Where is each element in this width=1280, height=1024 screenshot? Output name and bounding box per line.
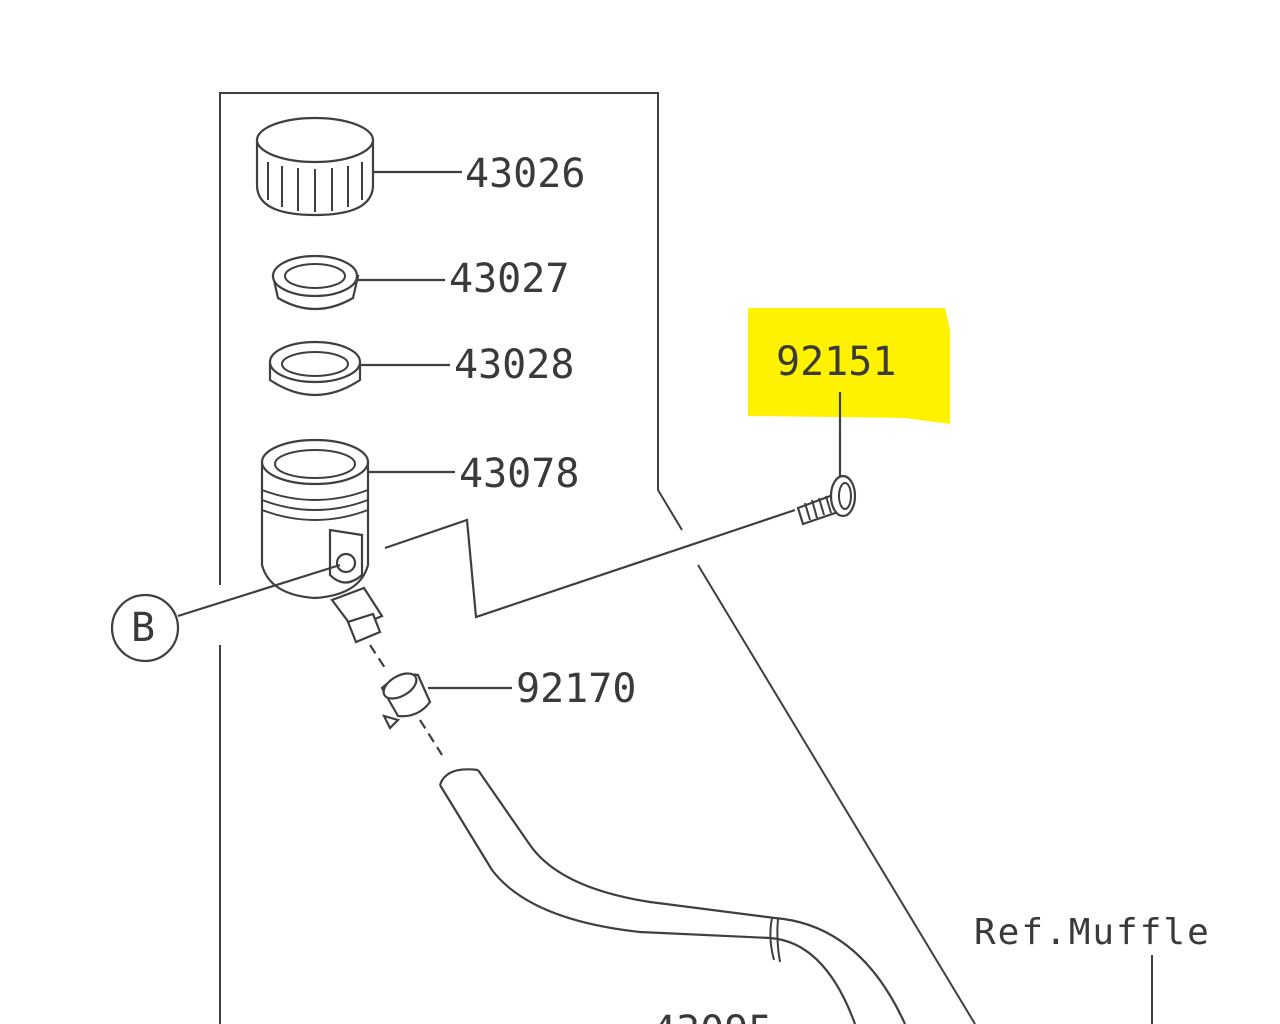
- label-92170: 92170: [516, 666, 636, 712]
- connection-line: [384, 508, 796, 619]
- axis-dashed-lower: [419, 719, 443, 756]
- part-43027-diaphragm: [271, 254, 445, 311]
- part-43028-plate: [268, 340, 450, 396]
- frame-lines: [219, 92, 1153, 1024]
- part-92151-bolt: [796, 392, 857, 526]
- part-43095-hose: [438, 768, 907, 1024]
- highlight-box: [748, 308, 950, 424]
- axis-dashed-upper: [369, 644, 386, 669]
- label-43027: 43027: [449, 256, 569, 302]
- label-92151: 92151: [776, 339, 896, 385]
- label-43095: 43095: [652, 1008, 772, 1024]
- label-43028: 43028: [454, 342, 574, 388]
- label-43026: 43026: [465, 151, 585, 197]
- label-43078: 43078: [459, 451, 579, 497]
- part-43078-reservoir: [260, 438, 455, 644]
- part-92170-clamp: [380, 672, 512, 730]
- ref-muffler-label: Ref.Muffle: [974, 912, 1211, 953]
- part-43026-cap: [255, 116, 462, 217]
- callout-b-label: B: [131, 605, 155, 651]
- callout-b: [110, 563, 341, 663]
